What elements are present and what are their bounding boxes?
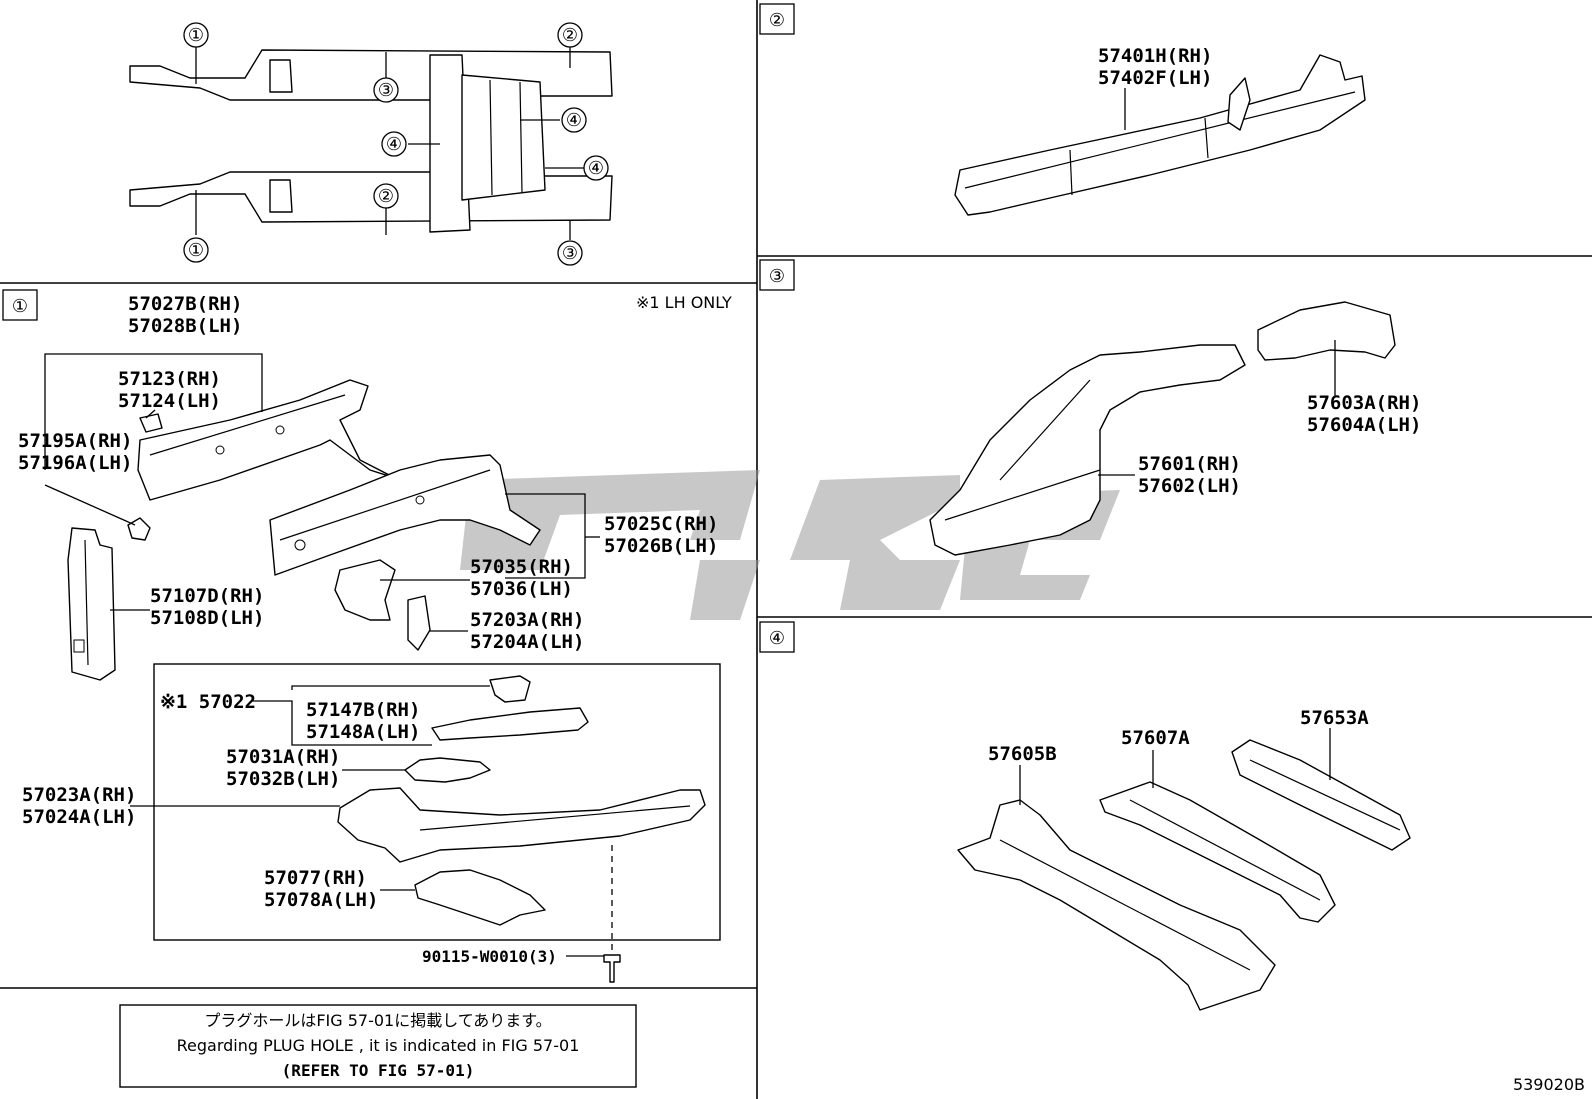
plug-hole-notice: プラグホールはFIG 57-01に掲載してあります。 Regarding PLU… bbox=[119, 1004, 637, 1088]
callout-4-right: ④ bbox=[588, 158, 604, 179]
label-57077: 57077(RH) bbox=[264, 867, 367, 889]
label-57653a: 57653A bbox=[1300, 707, 1369, 729]
label-57605b: 57605B bbox=[988, 743, 1057, 765]
label-57607a: 57607A bbox=[1121, 727, 1190, 749]
section1-assembly-labels: ※1 57022 57147B(RH) 57148A(LH) 57031A(RH… bbox=[22, 691, 557, 966]
section1-labels: 57027B(RH) 57028B(LH) 57123(RH) 57124(LH… bbox=[18, 293, 718, 653]
callout-3-bottom: ③ bbox=[562, 243, 578, 264]
lh-only-footnote: ※1 LH ONLY bbox=[636, 293, 732, 312]
section-markers: ① ② ③ ④ bbox=[2, 3, 795, 653]
label-57203a: 57203A(RH) bbox=[470, 609, 584, 631]
label-57108d: 57108D(LH) bbox=[150, 607, 264, 629]
label-57603a: 57603A(RH) bbox=[1307, 392, 1421, 414]
label-57601: 57601(RH) bbox=[1138, 453, 1241, 475]
overview-chassis bbox=[129, 49, 613, 233]
section3-parts: 57603A(RH) 57604A(LH) 57601(RH) 57602(LH… bbox=[929, 301, 1421, 556]
label-57602: 57602(LH) bbox=[1138, 475, 1241, 497]
callout-2-top: ③ bbox=[378, 80, 394, 101]
callout-4-left: ④ bbox=[386, 134, 402, 155]
label-57036: 57036(LH) bbox=[470, 578, 573, 600]
label-57123: 57123(RH) bbox=[118, 368, 221, 390]
label-57204a: 57204A(LH) bbox=[470, 631, 584, 653]
figure-id: 539020B bbox=[1513, 1075, 1585, 1094]
label-57031a: 57031A(RH) bbox=[226, 746, 340, 768]
label-57148a: 57148A(LH) bbox=[306, 721, 420, 743]
notice-japanese: プラグホールはFIG 57-01に掲載してあります。 bbox=[204, 1011, 551, 1030]
label-57078a: 57078A(LH) bbox=[264, 889, 378, 911]
label-57196a: 57196A(LH) bbox=[18, 452, 132, 474]
notice-refer: (REFER TO FIG 57-01) bbox=[282, 1061, 475, 1080]
label-57022: ※1 57022 bbox=[160, 691, 256, 713]
section-1-marker: ① bbox=[12, 296, 28, 317]
callout-1-bottom: ① bbox=[188, 240, 204, 261]
label-57023a: 57023A(RH) bbox=[22, 784, 136, 806]
section-2-marker: ② bbox=[769, 10, 785, 31]
label-57107d: 57107D(RH) bbox=[150, 585, 264, 607]
section4-parts: 57605B 57607A 57653A bbox=[957, 707, 1411, 1011]
label-57035: 57035(RH) bbox=[470, 556, 573, 578]
section1-assembly-box bbox=[130, 663, 721, 983]
callout-3-top: ② bbox=[562, 25, 578, 46]
callout-4-mid: ④ bbox=[566, 110, 582, 131]
label-57026b: 57026B(LH) bbox=[604, 535, 718, 557]
section2-parts: 57401H(RH) 57402F(LH) bbox=[954, 45, 1366, 216]
label-57401h: 57401H(RH) bbox=[1098, 45, 1212, 67]
label-57147b: 57147B(RH) bbox=[306, 699, 420, 721]
label-57604a: 57604A(LH) bbox=[1307, 414, 1421, 436]
label-57025c: 57025C(RH) bbox=[604, 513, 718, 535]
label-57402f: 57402F(LH) bbox=[1098, 67, 1212, 89]
callout-2-bottom: ② bbox=[378, 186, 394, 207]
label-57024a: 57024A(LH) bbox=[22, 806, 136, 828]
label-90115: 90115-W0010(3) bbox=[422, 947, 557, 966]
label-57195a: 57195A(RH) bbox=[18, 430, 132, 452]
section-3-marker: ③ bbox=[769, 266, 785, 287]
callout-1-top: ① bbox=[188, 25, 204, 46]
label-57124: 57124(LH) bbox=[118, 390, 221, 412]
label-57027b: 57027B(RH) bbox=[128, 293, 242, 315]
overview-callouts: ① ② ③ ④ ④ ④ ② ① ③ bbox=[183, 22, 609, 266]
section-4-marker: ④ bbox=[769, 628, 785, 649]
label-57032b: 57032B(LH) bbox=[226, 768, 340, 790]
notice-english: Regarding PLUG HOLE , it is indicated in… bbox=[177, 1036, 580, 1055]
section1-parts: ※1 LH ONLY bbox=[44, 293, 732, 681]
label-57028b: 57028B(LH) bbox=[128, 315, 242, 337]
